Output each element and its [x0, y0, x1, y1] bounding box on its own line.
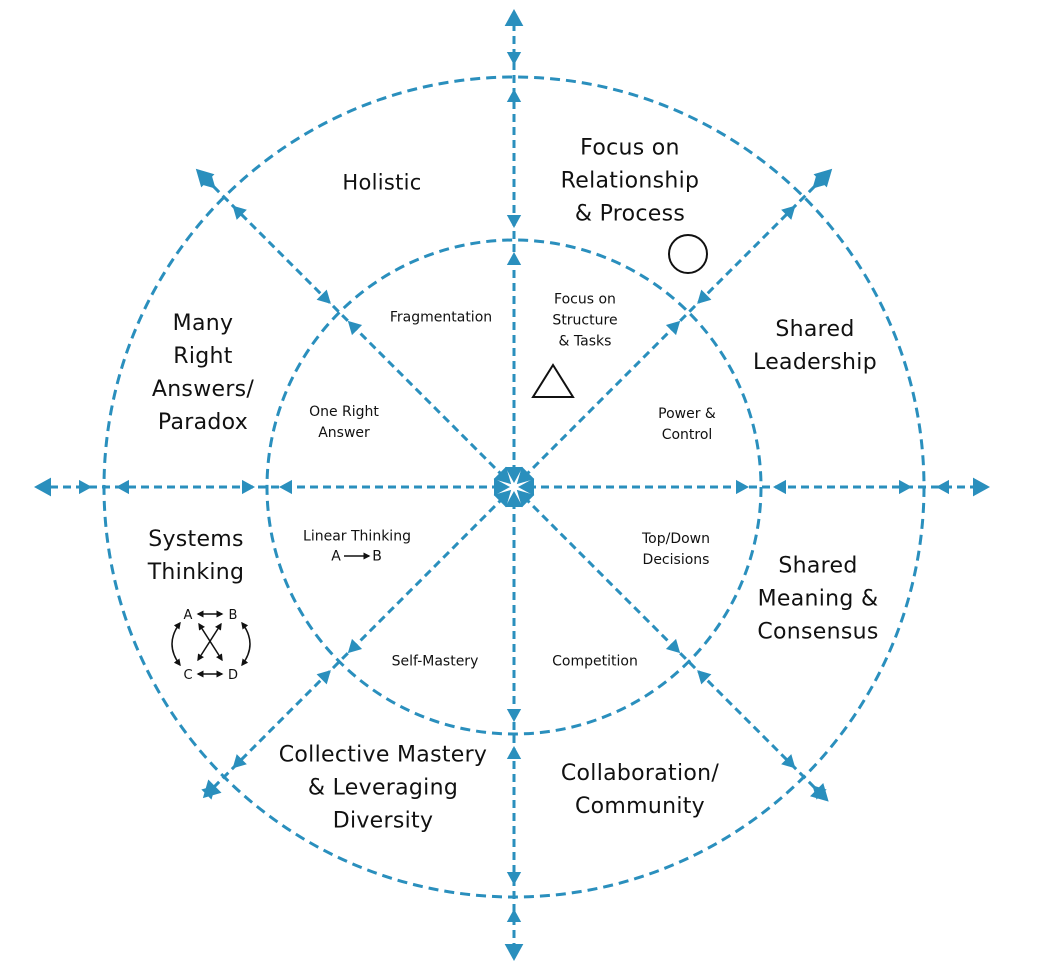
- node-c: C: [183, 668, 192, 683]
- outer-label-relationship-process: Focus on Relationship & Process: [560, 135, 700, 227]
- arrow-icon: [79, 479, 92, 495]
- arrow-icon: [781, 205, 796, 220]
- arrow-icon: [279, 479, 292, 495]
- inner-label-competition: Competition: [552, 653, 638, 670]
- arrow-icon: [116, 479, 129, 495]
- node-a: A: [184, 608, 193, 623]
- b-c-arrow-icon: [197, 622, 222, 662]
- arrow-icon: [493, 466, 512, 485]
- arrow-icon: [195, 168, 215, 188]
- outer-label-holistic: Holistic: [342, 170, 422, 195]
- systems-thinking-diagram: A B C D: [171, 608, 251, 683]
- arrow-icon: [506, 52, 522, 65]
- arrow-icon: [201, 785, 216, 800]
- arrow-icon: [516, 466, 535, 485]
- arrow-icon: [518, 478, 534, 496]
- arrow-icon: [506, 215, 522, 228]
- arrow-icon: [505, 491, 523, 507]
- arrow-icon: [504, 944, 524, 961]
- node-b: B: [229, 608, 238, 623]
- arrow-icon: [232, 754, 247, 769]
- a-d-arrow-icon: [198, 622, 223, 662]
- outer-label-shared-meaning: Shared Meaning & Consensus: [757, 553, 879, 645]
- triangle-icon: [531, 363, 575, 398]
- node-d: D: [228, 668, 238, 683]
- inner-label-structure-tasks: Focus on Structure & Tasks: [552, 291, 618, 350]
- inner-label-one-right-answer: One Right Answer: [309, 404, 379, 441]
- arrow-icon: [232, 205, 247, 220]
- arrow-icon: [773, 479, 786, 495]
- arrow-icon: [516, 489, 535, 508]
- arrow-icon: [493, 489, 512, 508]
- ring-arrows: [79, 52, 949, 922]
- arrow-icon: [973, 477, 990, 497]
- arrow-icon: [899, 479, 912, 495]
- arrow-icon: [347, 320, 363, 336]
- linear-formula-to: B: [372, 548, 382, 565]
- inner-label-top-down: Top/Down Decisions: [641, 531, 711, 568]
- arrow-icon: [812, 785, 827, 800]
- arrow-icon: [506, 746, 522, 759]
- arrow-icon: [936, 479, 949, 495]
- b-d-curve-icon: [241, 621, 251, 667]
- arrow-icon: [347, 638, 363, 654]
- outer-label-collective-mastery: Collective Mastery & Leveraging Diversit…: [278, 742, 488, 834]
- arrow-icon: [506, 872, 522, 885]
- inner-label-self-mastery: Self-Mastery: [391, 653, 479, 670]
- inner-label-linear-thinking: Linear Thinking: [303, 528, 411, 545]
- arrow-icon: [316, 289, 331, 304]
- arrow-icon: [506, 89, 522, 102]
- arrow-icon: [506, 909, 522, 922]
- a-c-curve-icon: [171, 621, 181, 667]
- outer-label-shared-leadership: Shared Leadership: [753, 317, 877, 375]
- inner-ring: [265, 238, 763, 736]
- arrow-icon: [505, 467, 523, 483]
- outer-label-collaboration: Collaboration/ Community: [560, 761, 720, 819]
- arrow-icon: [201, 174, 216, 189]
- outer-label-systems-thinking: Systems Thinking: [147, 527, 245, 585]
- arrow-icon: [665, 638, 681, 654]
- inner-label-fragmentation: Fragmentation: [389, 309, 493, 326]
- arrow-icon: [494, 478, 510, 496]
- arrow-icon: [316, 670, 331, 685]
- spoke-axes: [34, 9, 990, 961]
- spoke-southwest: [211, 495, 506, 790]
- arrow-icon: [242, 479, 255, 495]
- arrow-icon: [665, 320, 681, 336]
- linear-formula-from: A: [331, 548, 341, 565]
- center-arrows: [493, 466, 535, 508]
- arrow-icon: [813, 168, 833, 188]
- circle-icon: [668, 234, 708, 274]
- arrow-icon: [697, 289, 712, 304]
- outer-label-many-right-answers: Many Right Answers/ Paradox: [151, 311, 255, 435]
- arrow-icon: [504, 9, 524, 26]
- inner-label-power-control: Power & Control: [658, 406, 716, 443]
- arrow-icon: [736, 479, 749, 495]
- arrow-icon: [506, 709, 522, 722]
- arrow-icon: [697, 670, 712, 685]
- arrow-icon: [812, 174, 827, 189]
- arrow-icon: [34, 477, 51, 497]
- arrow-icon: [781, 754, 796, 769]
- arrow-icon: [506, 252, 522, 265]
